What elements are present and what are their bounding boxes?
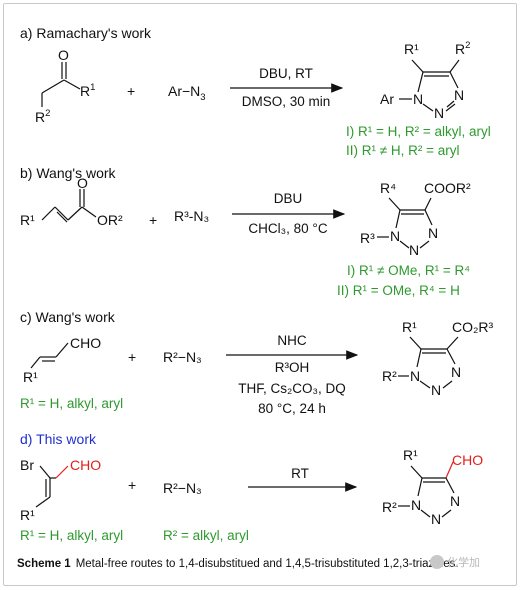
cond-b-bottom: CHCl₃, 80 °C: [248, 221, 327, 236]
note-d-1: R¹ = H, alkyl, aryl: [20, 528, 123, 543]
enal-reactant: CHO R¹: [23, 335, 101, 385]
note-d-2: R² = alkyl, aryl: [163, 528, 249, 543]
plus-d: +: [128, 477, 136, 493]
triazole-product-b: R⁴ COOR² N N N R³: [360, 180, 471, 258]
svg-text:O: O: [77, 175, 88, 191]
svg-text:N: N: [434, 105, 444, 121]
bromoenal-reactant: Br CHO R¹: [20, 457, 101, 523]
svg-text:N: N: [431, 382, 441, 398]
svg-text:N: N: [428, 225, 438, 241]
triazole-product-a: R¹ R2 N N N Ar: [380, 40, 470, 121]
acrylate-reactant: R¹ O OR²: [20, 175, 123, 228]
svg-text:R¹: R¹: [23, 369, 38, 385]
svg-text:R¹: R¹: [20, 212, 35, 228]
section-c-header: c) Wang's work: [20, 309, 116, 325]
svg-text:N: N: [451, 364, 461, 380]
section-d-header: d) This work: [20, 431, 97, 447]
note-a-2: II) R¹ ≠ H, R² = aryl: [346, 143, 460, 158]
svg-text:N: N: [410, 368, 420, 384]
cond-b-top: DBU: [274, 191, 303, 206]
ketone-reactant: O R1 R2: [35, 47, 95, 125]
svg-text:N: N: [454, 87, 464, 103]
aryl-azide: Ar−N3: [168, 83, 206, 103]
alkyl-azide-b: R³-N₃: [174, 208, 209, 224]
svg-text:N: N: [431, 511, 441, 527]
cond-c-4: 80 °C, 24 h: [258, 401, 326, 416]
note-c: R¹ = H, alkyl, aryl: [20, 396, 123, 411]
svg-text:CO₂R³: CO₂R³: [452, 319, 494, 335]
svg-text:R¹: R¹: [403, 447, 418, 463]
section-b-header: b) Wang's work: [20, 165, 117, 181]
svg-text:CHO: CHO: [70, 335, 101, 351]
svg-text:N: N: [450, 493, 460, 509]
watermark-icon: [430, 555, 444, 569]
cond-c-1: NHC: [277, 333, 306, 348]
svg-text:化学加: 化学加: [447, 555, 480, 569]
cond-c-2: R³OH: [275, 360, 310, 375]
svg-text:R2: R2: [455, 40, 470, 57]
triazole-product-d: R¹ CHO N N N R²: [382, 447, 483, 527]
svg-text:R1: R1: [80, 82, 95, 99]
svg-text:R³: R³: [360, 230, 375, 246]
svg-text:R²: R²: [382, 368, 397, 384]
cond-a-bottom: DMSO, 30 min: [242, 94, 331, 109]
note-b-1: I) R¹ ≠ OMe, R¹ = R⁴: [347, 263, 470, 278]
svg-text:N: N: [409, 242, 419, 258]
plus-c: +: [128, 349, 136, 365]
svg-text:R¹: R¹: [404, 41, 419, 57]
cond-a-top: DBU, RT: [259, 66, 313, 81]
svg-text:N: N: [413, 91, 423, 107]
plus-a: +: [127, 83, 135, 99]
cond-d: RT: [291, 466, 309, 481]
svg-text:R2: R2: [35, 108, 50, 125]
triazole-product-c: R¹ CO₂R³ N N N R²: [382, 319, 494, 398]
section-a-header: a) Ramachary's work: [20, 25, 152, 41]
note-b-2: II) R¹ = OMe, R⁴ = H: [337, 283, 460, 298]
alkyl-azide-d: R²−N₃: [163, 480, 202, 496]
scheme-frame: [3, 3, 517, 586]
svg-text:Ar: Ar: [380, 91, 394, 107]
svg-text:COOR²: COOR²: [424, 180, 471, 196]
svg-text:R¹: R¹: [20, 507, 35, 523]
watermark: 化学加: [430, 555, 480, 569]
svg-text:O: O: [58, 47, 69, 63]
svg-text:CHO: CHO: [70, 457, 101, 473]
svg-text:R¹: R¹: [402, 319, 417, 335]
cond-c-3: THF, Cs₂CO₃, DQ: [238, 381, 346, 396]
svg-text:Br: Br: [20, 457, 34, 473]
svg-text:CHO: CHO: [452, 452, 483, 468]
plus-b: +: [149, 212, 157, 228]
svg-text:N: N: [390, 228, 400, 244]
svg-text:OR²: OR²: [97, 212, 123, 228]
svg-text:R⁴: R⁴: [380, 180, 396, 196]
note-a-1: I) R¹ = H, R² = alkyl, aryl: [346, 124, 491, 139]
svg-text:N: N: [411, 497, 421, 513]
svg-text:R²: R²: [382, 499, 397, 515]
alkyl-azide-c: R²−N₃: [163, 349, 202, 365]
